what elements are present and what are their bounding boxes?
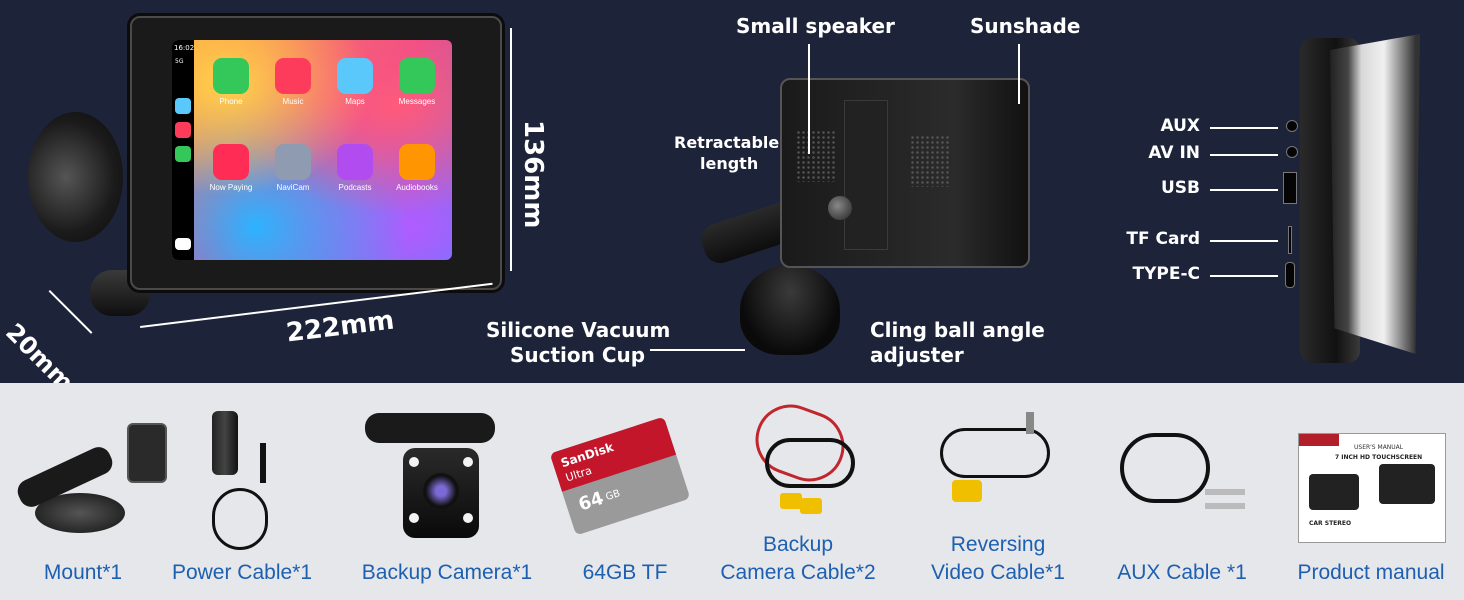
app-label: NaviCam (276, 183, 310, 192)
height-dimension: 136mm (518, 120, 548, 229)
status-time: 16:02 (174, 44, 195, 52)
speaker-leader (808, 44, 810, 154)
sd-unit: GB (604, 488, 622, 504)
audiobooks-icon (399, 144, 435, 180)
app-music[interactable]: Music (262, 58, 324, 106)
accessory-caption: Mount*1 (43, 561, 123, 584)
mount-bracket (844, 100, 888, 250)
accessory-caption: Video Cable*1 (931, 561, 1065, 584)
depth-dimension: 20mm (0, 318, 79, 383)
width-dimension: 222mm (284, 305, 396, 349)
callout-retractable-1: Retractable (674, 133, 780, 152)
reversing-video-cable-image (930, 408, 1060, 528)
ball-joint (828, 196, 852, 220)
back-device (780, 78, 1030, 268)
app-messages[interactable]: Messages (386, 58, 448, 106)
callout-ball-2: adjuster (870, 343, 964, 367)
backup-camera-image (365, 413, 495, 543)
accessories-panel: SanDisk Ultra 64 GB USER'S MANUAL 7 INCH… (0, 383, 1464, 600)
callout-small-speaker: Small speaker (736, 14, 895, 38)
height-dimension-line (510, 28, 512, 271)
accessory-caption: Reversing (950, 533, 1046, 556)
app-phone[interactable]: Phone (200, 58, 262, 106)
speaker-grille-left (796, 130, 836, 182)
port-leader (1210, 275, 1278, 277)
app-navicam[interactable]: NaviCam (262, 144, 324, 192)
manual-label: CAR STEREO (1309, 520, 1352, 527)
port-label-aux: AUX (1160, 116, 1200, 136)
port-leader (1210, 189, 1278, 191)
accessory-caption: Product manual (1297, 561, 1445, 584)
carplay-sidebar: 16:02 5G (172, 40, 194, 260)
callout-suction-2: Suction Cup (510, 343, 646, 367)
app-label: Messages (398, 97, 436, 106)
port-label-av-in: AV IN (1148, 143, 1200, 163)
depth-dimension-line (48, 290, 93, 334)
port-label-usb: USB (1160, 178, 1200, 198)
sd-card-image: SanDisk Ultra 64 GB (549, 416, 691, 536)
port-label-tf-card: TF Card (1126, 229, 1200, 249)
port-leader (1210, 127, 1278, 129)
app-label: Audiobooks (396, 183, 438, 192)
app-label: Podcasts (338, 183, 372, 192)
accessory-caption: AUX Cable *1 (1117, 561, 1247, 584)
accessory-caption: 64GB TF (582, 561, 668, 584)
sidebar-music-icon[interactable] (175, 122, 191, 138)
music-icon (275, 58, 311, 94)
suction-leader (650, 349, 745, 351)
app-audiobooks[interactable]: Audiobooks (386, 144, 448, 192)
messages-icon (399, 58, 435, 94)
manual-subtitle: 7 INCH HD TOUCHSCREEN (1335, 454, 1423, 461)
app-now-playing[interactable]: Now Paying (200, 144, 262, 192)
sd-capacity: 64 (575, 487, 607, 516)
app-label: Maps (345, 97, 365, 106)
speaker-grille-right (910, 135, 950, 187)
side-sunshade (1330, 34, 1420, 354)
port-label-type-c: TYPE-C (1132, 264, 1200, 284)
phone-icon (213, 58, 249, 94)
backup-camera-cable-image (735, 394, 865, 528)
manual-title: USER'S MANUAL (1354, 444, 1404, 451)
app-label: Music (282, 97, 304, 106)
power-cable-image (200, 403, 290, 553)
accessory-caption: Backup Camera*1 (361, 561, 533, 584)
mount-image (13, 403, 167, 543)
av-in-port (1286, 146, 1298, 158)
podcasts-icon (337, 144, 373, 180)
callout-ball-1: Cling ball angle (870, 318, 1045, 342)
accessory-caption: Backup (762, 533, 834, 556)
aux-cable-image (1110, 423, 1250, 523)
app-maps[interactable]: Maps (324, 58, 386, 106)
sidebar-phone-icon[interactable] (175, 146, 191, 162)
port-leader (1210, 240, 1278, 242)
product-manual-image: USER'S MANUAL 7 INCH HD TOUCHSCREEN CAR … (1298, 433, 1446, 543)
usb-port (1283, 172, 1297, 204)
aux-port (1286, 120, 1298, 132)
tf-card-slot (1288, 226, 1292, 254)
callout-retractable-2: length (700, 154, 759, 173)
port-leader (1210, 154, 1278, 156)
app-label: Now Paying (209, 183, 253, 192)
accessory-caption: Power Cable*1 (171, 561, 313, 584)
sunshade-leader (1018, 44, 1020, 104)
status-signal: 5G (175, 58, 184, 65)
app-podcasts[interactable]: Podcasts (324, 144, 386, 192)
grid-icon[interactable] (175, 238, 191, 250)
type-c-port (1285, 262, 1295, 288)
maps-icon (337, 58, 373, 94)
app-label: Phone (219, 97, 243, 106)
accessory-caption: Camera Cable*2 (720, 561, 876, 584)
callout-suction-1: Silicone Vacuum (486, 318, 671, 342)
suction-cup-front (28, 112, 123, 242)
callout-sunshade: Sunshade (970, 14, 1081, 38)
suction-cup-back (740, 265, 840, 355)
now-playing-icon (213, 144, 249, 180)
navicam-icon (275, 144, 311, 180)
sidebar-maps-icon[interactable] (175, 98, 191, 114)
